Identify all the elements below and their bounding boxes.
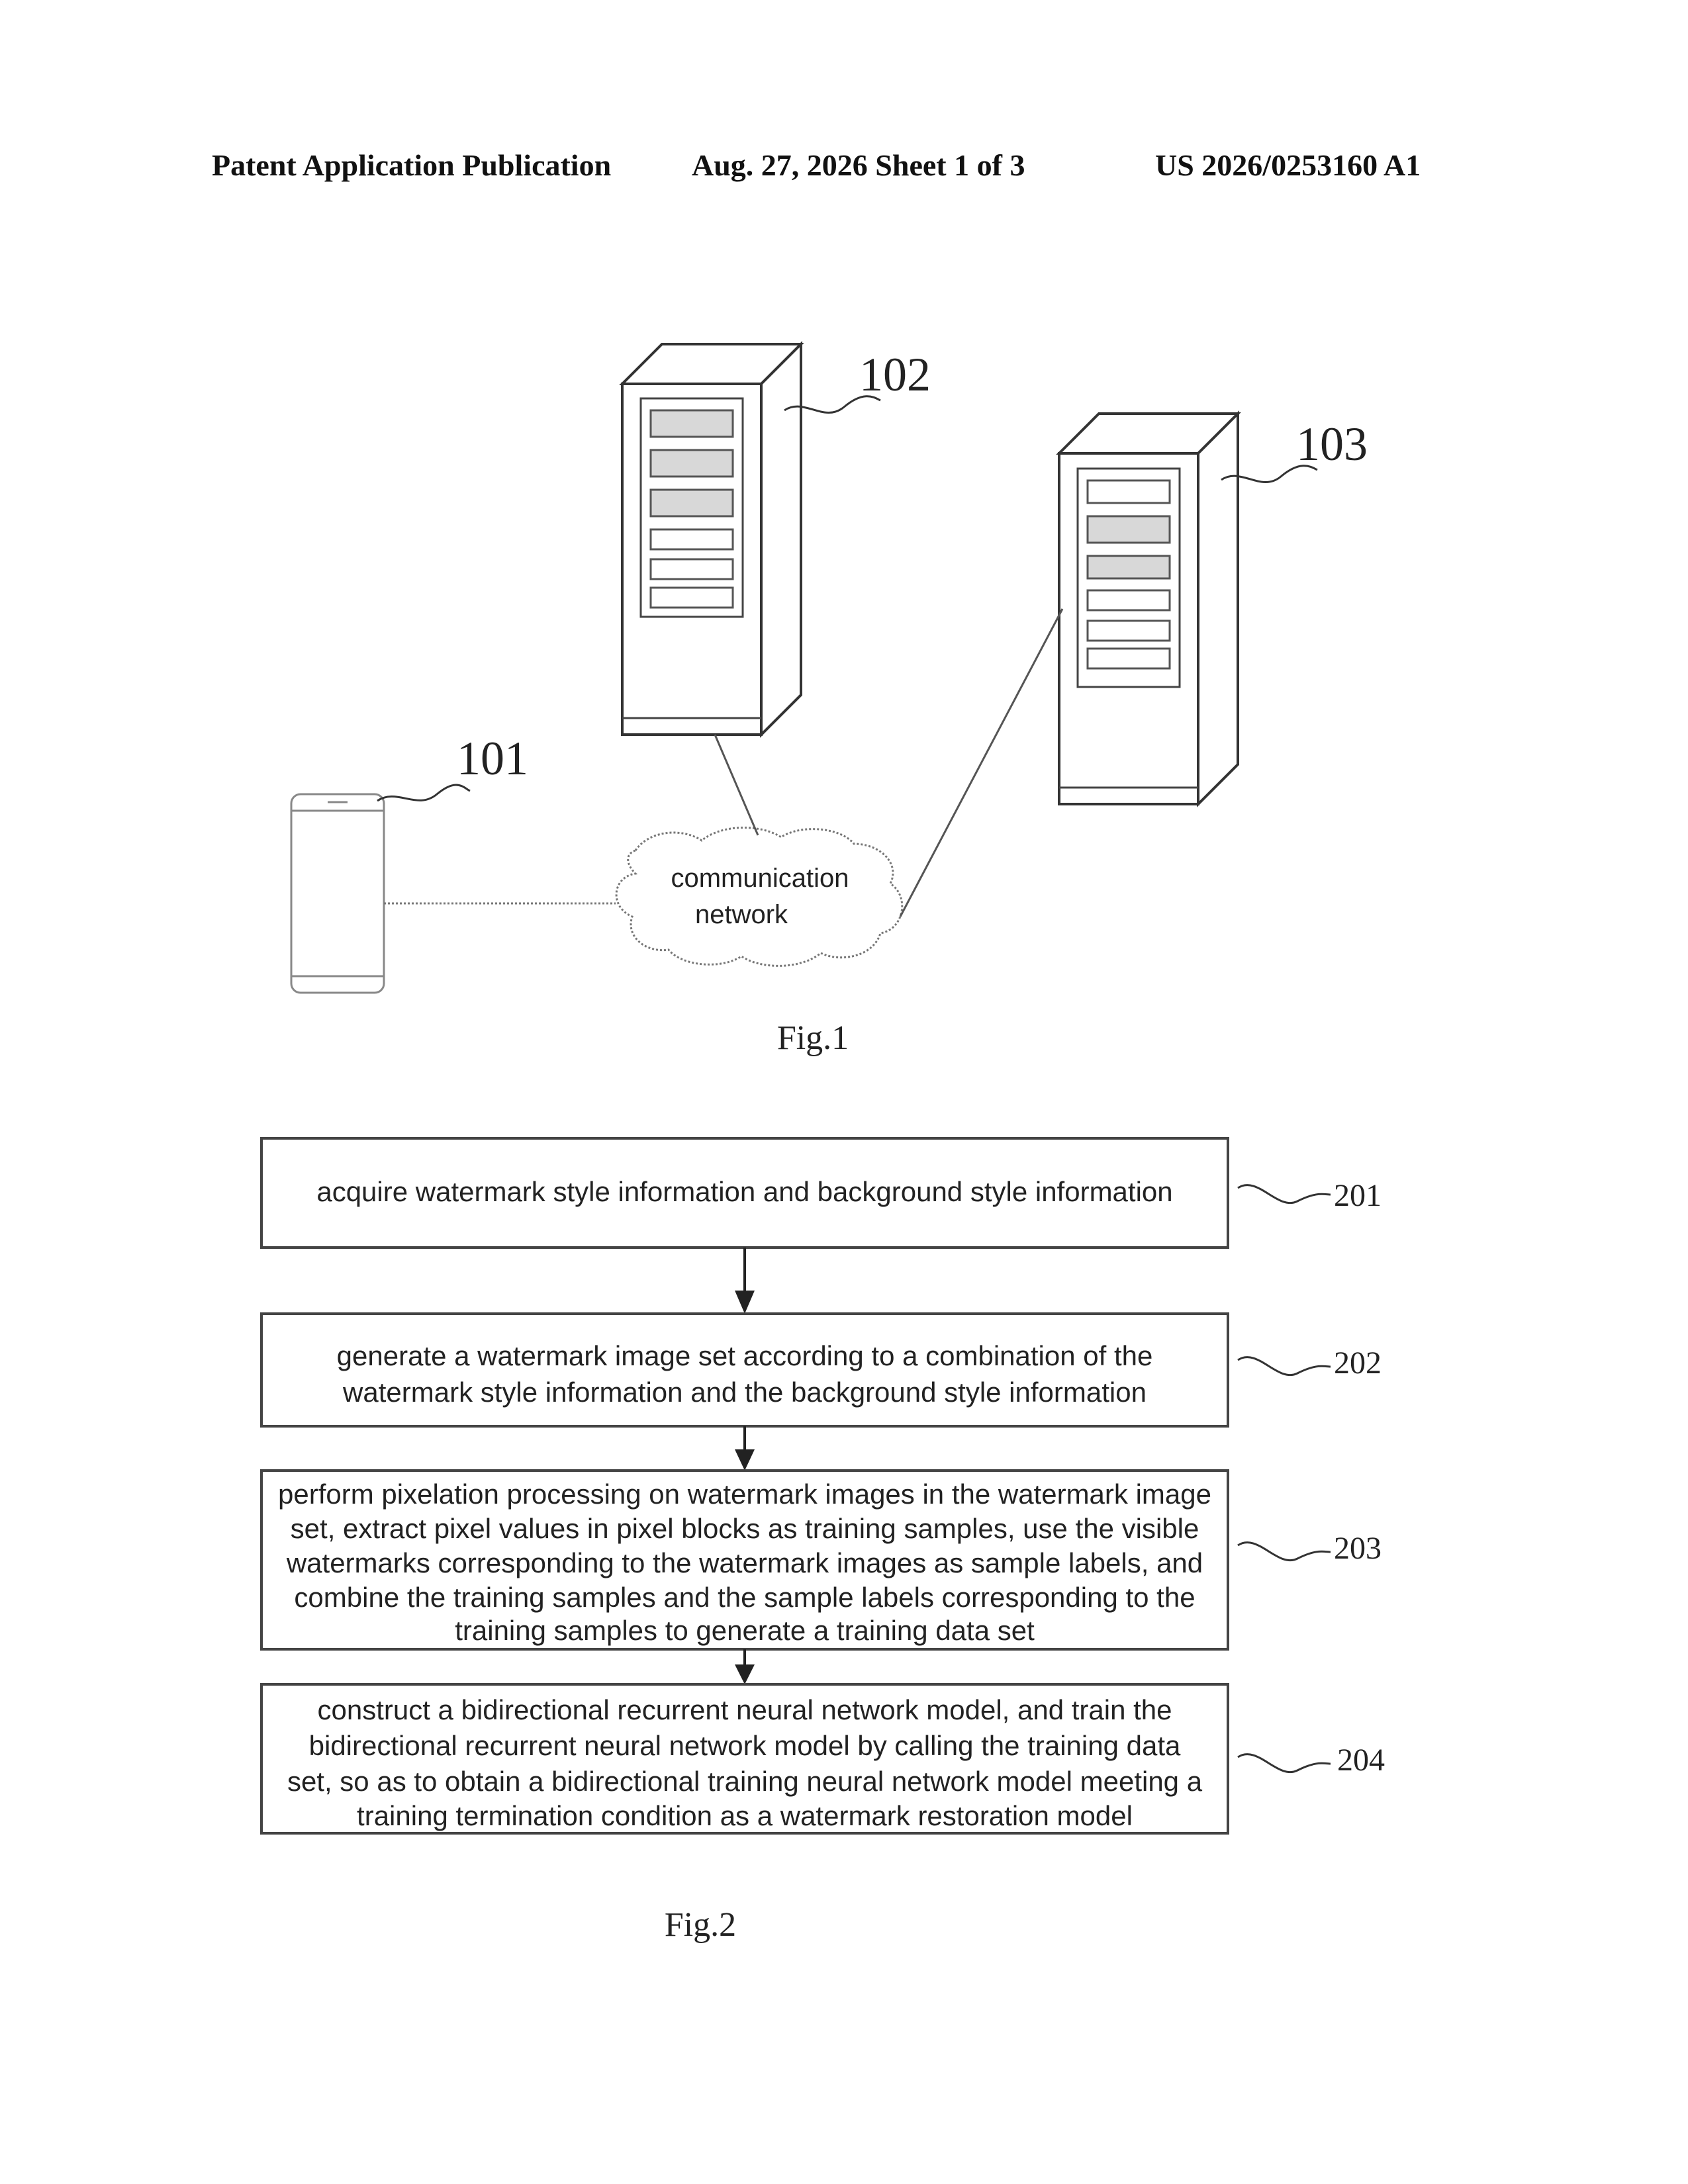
step-201-ref: 201 [1334,1178,1382,1213]
step-204: construct a bidirectional recurrent neur… [261,1684,1385,1833]
step-203: perform pixelation processing on waterma… [261,1471,1382,1649]
link-network-server103 [900,609,1062,917]
step-204-text-line4: training termination condition as a wate… [357,1800,1133,1831]
step-203-ref: 203 [1334,1531,1382,1566]
fig1-caption: Fig.1 [777,1019,849,1057]
communication-network-cloud: communication network [616,828,902,966]
arrow-203-204 [735,1649,755,1684]
fig2-caption: Fig.2 [665,1906,736,1944]
ref-103-label: 103 [1296,418,1368,471]
step-203-text-line3: watermarks corresponding to the watermar… [286,1547,1203,1578]
network-label-line2: network [695,900,788,929]
step-204-ref: 204 [1337,1743,1385,1778]
step-201: acquire watermark style information and … [261,1138,1382,1248]
server-103-icon [1059,414,1238,804]
step-204-leader [1238,1754,1331,1772]
step-204-text-line2: bidirectional recurrent neural network m… [309,1730,1181,1761]
arrow-201-202 [735,1248,755,1314]
header-publication-type: Patent Application Publication [212,148,611,182]
step-201-text-line1: acquire watermark style information and … [316,1176,1172,1207]
step-203-text-line5: training samples to generate a training … [455,1615,1035,1646]
step-203-leader [1238,1543,1331,1561]
step-202: generate a watermark image set according… [261,1314,1382,1426]
network-label-line1: communication [671,864,849,893]
step-202-text-line1: generate a watermark image set according… [337,1340,1153,1371]
step-201-leader [1238,1185,1331,1203]
step-204-text-line3: set, so as to obtain a bidirectional tra… [287,1766,1203,1797]
ref-101-leader [377,785,470,801]
step-204-text-line1: construct a bidirectional recurrent neur… [317,1694,1172,1725]
ref-102-label: 102 [859,348,931,401]
server-102-icon [622,344,801,735]
ref-101-label: 101 [457,732,528,785]
step-203-text-line4: combine the training samples and the sam… [294,1582,1195,1613]
header-date-sheet: Aug. 27, 2026 Sheet 1 of 3 [692,148,1025,182]
step-202-ref: 202 [1334,1345,1382,1381]
step-203-text-line1: perform pixelation processing on waterma… [278,1479,1211,1510]
step-203-text-line2: set, extract pixel values in pixel block… [291,1513,1199,1544]
terminal-101-icon [291,794,384,993]
header-publication-number: US 2026/0253160 A1 [1155,148,1421,182]
step-202-text-line2: watermark style information and the back… [342,1377,1147,1408]
fig2-flowchart: acquire watermark style information and … [261,1138,1385,1944]
step-202-leader [1238,1357,1331,1375]
link-server102-network [715,735,758,835]
fig1-network-diagram: 102 103 101 comm [291,344,1368,1057]
arrow-202-203 [735,1426,755,1471]
